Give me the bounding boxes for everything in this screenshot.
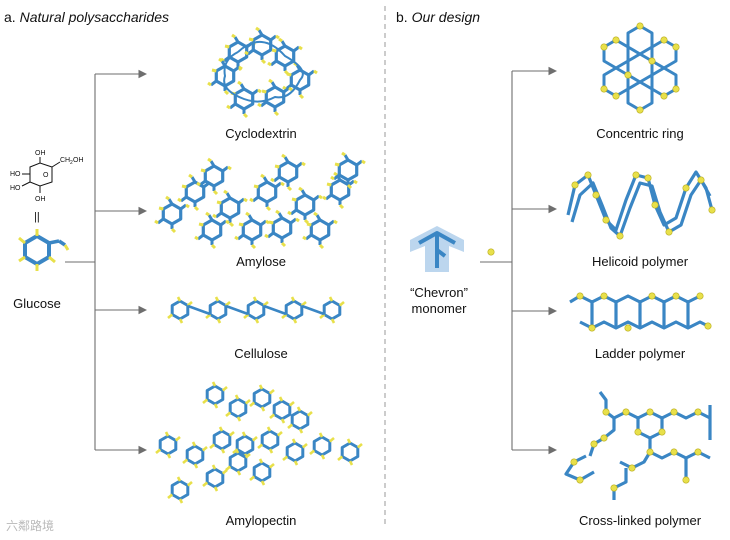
- panel-b-title-text: Our design: [411, 9, 481, 25]
- glucose-ring-o: O: [43, 172, 49, 179]
- glucose-ho-mid: HO: [10, 185, 21, 192]
- concentric-ring-atoms: [600, 22, 680, 114]
- cross-linked-polymer-label: Cross-linked polymer: [578, 513, 702, 528]
- glucose-3d-model: [18, 229, 70, 271]
- glucose-structure-formula: OH CH 2 OH HO HO OH O ||: [10, 150, 84, 223]
- concentric-ring-label: Concentric ring: [596, 126, 684, 141]
- cellulose-model: [166, 295, 346, 325]
- panel-a-title-text: Natural polysaccharides: [19, 9, 169, 25]
- watermark-text: 六鄰路境: [6, 519, 55, 533]
- glucose-equals-sign: ||: [34, 211, 40, 223]
- panel-a-arrows: [65, 69, 148, 455]
- cyclodextrin-label: Cyclodextrin: [225, 126, 297, 141]
- amylopectin-model: [154, 380, 364, 505]
- panel-a-title: a. Natural polysaccharides: [4, 9, 169, 25]
- amylose-label: Amylose: [236, 254, 286, 269]
- cross-linked-polymer-model: [564, 391, 712, 500]
- glucose-ch2oh-prefix: CH: [60, 157, 70, 164]
- glucose-oh-bottom: OH: [35, 196, 46, 203]
- chevron-monomer-model: [410, 226, 464, 272]
- glucose-ho-left: HO: [10, 171, 21, 178]
- amylopectin-label: Amylopectin: [225, 513, 297, 528]
- amylose-model: [153, 151, 367, 250]
- ladder-polymer-model: [569, 294, 709, 330]
- panel-a-letter: a.: [4, 9, 16, 25]
- panel-b-arrows: [480, 66, 558, 455]
- helicoid-polymer-label: Helicoid polymer: [591, 254, 689, 269]
- glucose-label: Glucose: [13, 296, 61, 311]
- chevron-monomer-label-line2: monomer: [411, 301, 467, 316]
- linker-atom-dot: [487, 248, 495, 256]
- chevron-monomer-label: “Chevron” monomer: [410, 285, 468, 317]
- helicoid-polymer-model: [566, 170, 714, 238]
- glucose-ch2oh: OH: [73, 157, 84, 164]
- glucose-oh-top: OH: [35, 150, 46, 157]
- ladder-polymer-label: Ladder polymer: [594, 346, 686, 361]
- glucose-ch2oh-sub: 2: [70, 160, 73, 166]
- cyclodextrin-model: [206, 26, 319, 119]
- cellulose-label: Cellulose: [234, 346, 288, 361]
- panel-b-title: b. Our design: [396, 9, 480, 25]
- chevron-monomer-label-line1: “Chevron”: [410, 285, 468, 300]
- panel-b-letter: b.: [396, 9, 408, 25]
